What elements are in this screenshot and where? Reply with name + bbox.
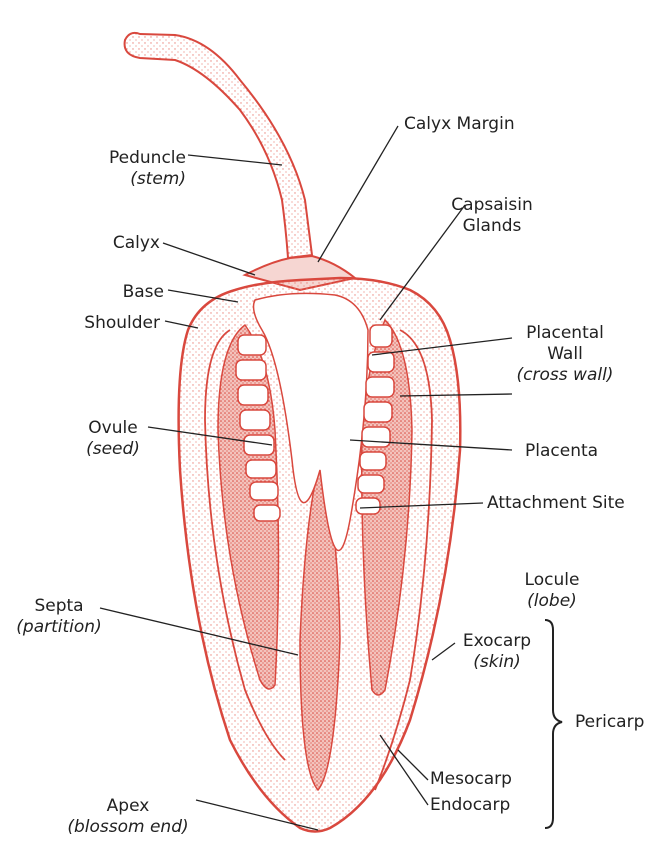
- label-capsaisin-glands: Capsaisin Glands: [432, 195, 552, 237]
- label-calyx-main: Calyx: [113, 233, 160, 253]
- label-peduncle-main: Peduncle: [109, 148, 186, 168]
- label-endocarp: Endocarp: [430, 795, 510, 816]
- label-mesocarp: Mesocarp: [430, 769, 512, 790]
- label-ovule-main: Ovule: [88, 418, 137, 438]
- label-placental-wall-main: Placental: [500, 323, 630, 344]
- label-placental-wall-sub: Wall: [500, 344, 630, 365]
- label-shoulder: Shoulder: [40, 313, 160, 334]
- label-placenta: Placenta: [525, 441, 598, 462]
- label-placental-wall: Placental Wall (cross wall): [500, 323, 630, 386]
- label-shoulder-main: Shoulder: [84, 313, 160, 333]
- label-locule-main: Locule: [525, 570, 580, 590]
- label-base-main: Base: [123, 282, 164, 302]
- label-mesocarp-main: Mesocarp: [430, 769, 512, 789]
- label-apex: Apex (blossom end): [58, 796, 198, 838]
- label-septa-sub: (partition): [4, 617, 114, 638]
- label-calyx-margin-main: Calyx Margin: [404, 114, 515, 134]
- label-apex-main: Apex: [107, 796, 150, 816]
- label-placenta-main: Placenta: [525, 441, 598, 461]
- label-placental-wall-sub2: (cross wall): [500, 365, 630, 386]
- label-capsaisin-glands-main: Capsaisin: [451, 195, 532, 215]
- label-exocarp-main: Exocarp: [463, 631, 531, 651]
- label-exocarp-sub: (skin): [452, 652, 542, 673]
- label-exocarp: Exocarp (skin): [452, 631, 542, 673]
- label-pericarp: Pericarp: [575, 712, 644, 733]
- label-septa-main: Septa: [34, 596, 83, 616]
- label-peduncle-sub: (stem): [64, 169, 186, 190]
- label-peduncle: Peduncle (stem): [64, 148, 186, 190]
- label-locule: Locule (lobe): [512, 570, 592, 612]
- label-pericarp-main: Pericarp: [575, 712, 644, 732]
- label-capsaisin-glands-sub: Glands: [432, 216, 552, 237]
- label-endocarp-main: Endocarp: [430, 795, 510, 815]
- label-ovule-sub: (seed): [78, 439, 148, 460]
- label-base: Base: [100, 282, 164, 303]
- label-calyx-margin: Calyx Margin: [404, 114, 515, 135]
- label-ovule: Ovule (seed): [78, 418, 148, 460]
- label-attachment-site-main: Attachment Site: [487, 493, 625, 513]
- label-locule-sub: (lobe): [512, 591, 592, 612]
- label-apex-sub: (blossom end): [58, 817, 198, 838]
- pericarp-brace: [545, 620, 562, 828]
- label-calyx: Calyx: [90, 233, 160, 254]
- label-septa: Septa (partition): [4, 596, 114, 638]
- label-attachment-site: Attachment Site: [487, 493, 625, 514]
- peduncle-stem: [125, 33, 312, 258]
